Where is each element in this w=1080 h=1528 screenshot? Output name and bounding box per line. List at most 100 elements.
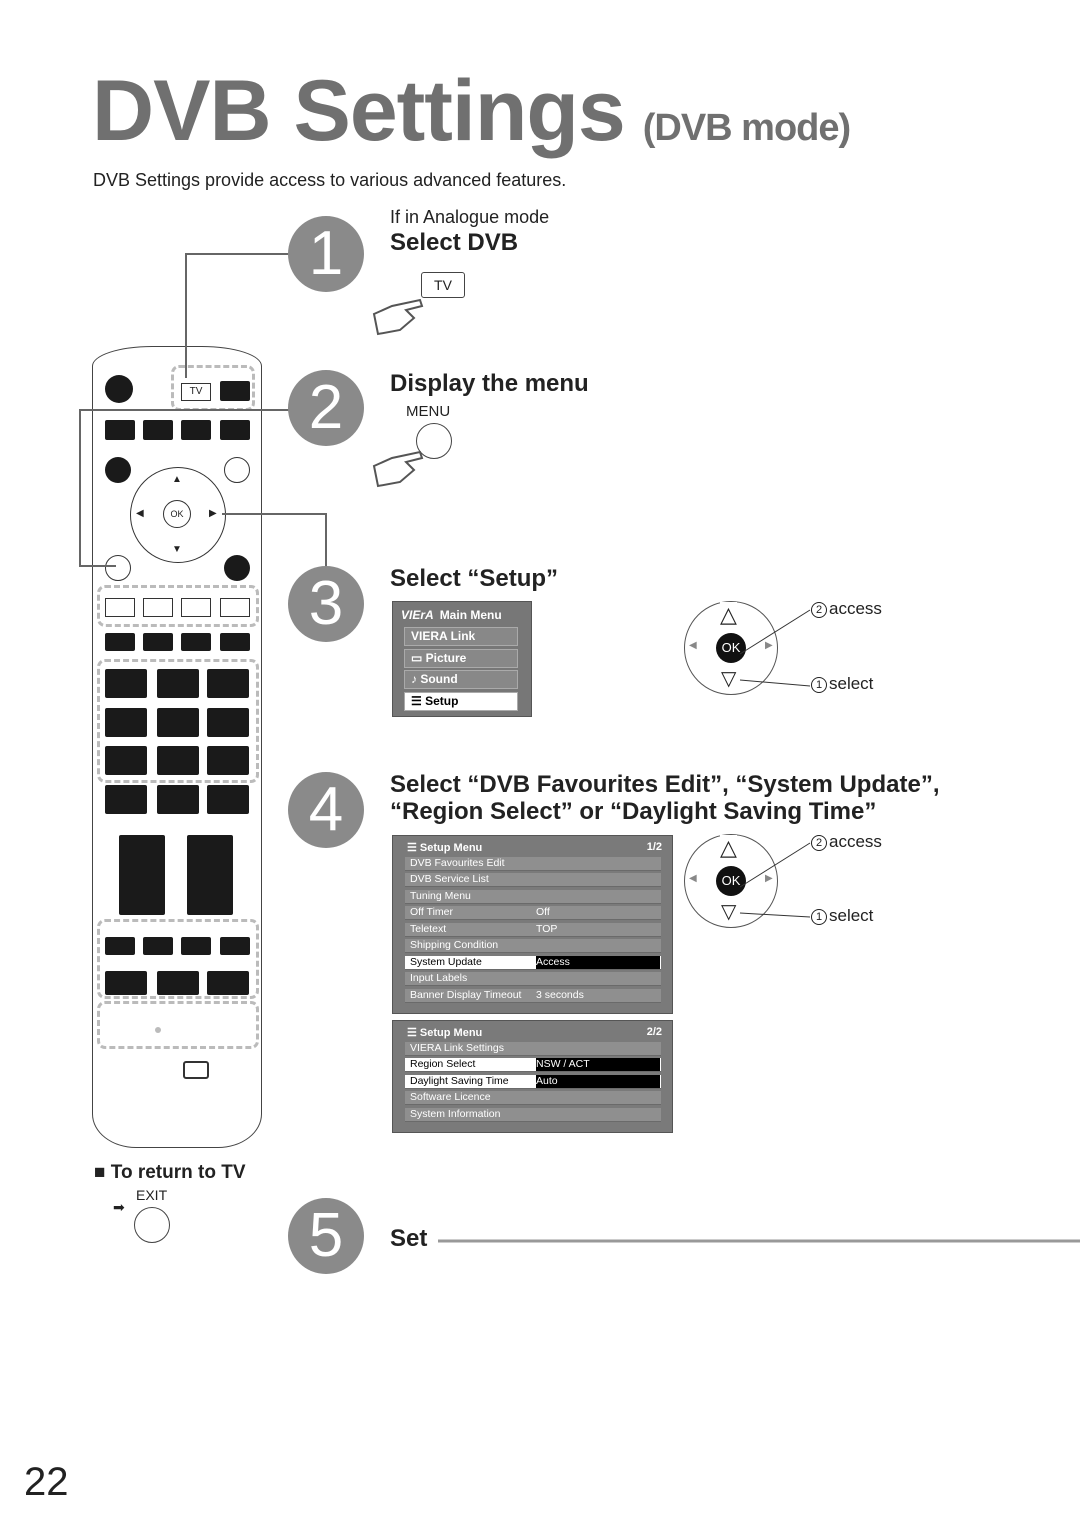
setup-row[interactable]: DVB Favourites Edit <box>405 857 661 871</box>
setup-row-label: Banner Display Timeout <box>410 989 522 1001</box>
remote-button[interactable] <box>220 420 250 440</box>
left-arrow-icon: ◀ <box>689 873 697 884</box>
up-arrow-icon: △ <box>720 602 737 628</box>
remote-exit-button[interactable] <box>105 555 131 581</box>
remote-yellow-button[interactable] <box>181 598 211 617</box>
setup-row[interactable]: Input Labels <box>405 972 661 986</box>
setup-row-value <box>536 890 660 903</box>
remote-number-button[interactable] <box>207 669 249 698</box>
remote-number-button[interactable] <box>105 785 147 814</box>
remote-number-button[interactable] <box>105 746 147 775</box>
setup-row[interactable]: DVB Service List <box>405 873 661 887</box>
remote-button[interactable] <box>105 633 135 651</box>
remote-volume-rocker[interactable] <box>119 835 165 915</box>
access-text: access <box>829 599 882 618</box>
setup-row[interactable]: Shipping Condition <box>405 939 661 953</box>
remote-green-button[interactable] <box>143 598 173 617</box>
page-title: DVB Settings(DVB mode) <box>92 62 851 161</box>
remote-button[interactable] <box>220 937 250 955</box>
remote-number-button[interactable] <box>157 746 199 775</box>
main-menu-item-viera-link[interactable]: VIERA Link <box>404 627 518 646</box>
remote-button[interactable] <box>105 420 135 440</box>
page-subtitle: (DVB mode) <box>642 107 851 149</box>
step-4-heading-line1: Select “DVB Favourites Edit”, “System Up… <box>390 771 940 798</box>
setup-list-icon: ☰ <box>407 842 420 854</box>
setup-menu-header: ☰ Setup Menu <box>407 841 482 854</box>
left-arrow-icon: ◀ <box>689 640 697 651</box>
setup-row[interactable]: Tuning Menu <box>405 890 661 904</box>
remote-number-button[interactable] <box>157 708 199 737</box>
remote-button[interactable] <box>143 937 173 955</box>
remote-button[interactable] <box>143 633 173 651</box>
remote-menu-button[interactable] <box>105 457 131 483</box>
remote-button[interactable] <box>181 633 211 651</box>
picture-icon: ▭ <box>411 651 426 665</box>
remote-number-button[interactable] <box>207 785 249 814</box>
remote-dpad[interactable]: ▲ ▼ ◀ ▶ OK <box>130 467 226 563</box>
remote-number-button[interactable] <box>105 708 147 737</box>
setup-row-value: Off <box>536 906 550 918</box>
setup-row-label: Region Select <box>410 1058 476 1070</box>
main-menu-item-picture[interactable]: ▭ Picture <box>404 649 518 668</box>
step-2-heading: Display the menu <box>390 370 589 397</box>
setup-row[interactable]: System Information <box>405 1108 661 1122</box>
exit-button-icon <box>134 1207 170 1243</box>
right-arrow-icon: ▶ <box>765 873 773 884</box>
setup-menu-page-number: 1/2 <box>646 841 662 853</box>
remote-input-button[interactable] <box>105 375 133 403</box>
access-text: access <box>829 832 882 851</box>
setup-row-value <box>536 1091 660 1104</box>
remote-blue-button[interactable] <box>220 598 250 617</box>
main-menu-item-label: Picture <box>425 651 467 665</box>
remote-button[interactable] <box>207 971 249 995</box>
remote-number-button[interactable] <box>207 746 249 775</box>
setup-row-label: Shipping Condition <box>410 939 499 951</box>
setup-row[interactable]: VIERA Link Settings <box>405 1042 661 1056</box>
remote-number-button[interactable] <box>105 669 147 698</box>
remote-button[interactable] <box>181 937 211 955</box>
nav-callout-lines-1 <box>739 609 811 687</box>
remote-playback-group <box>97 919 259 999</box>
select-text: select <box>829 674 874 693</box>
step-5-circle: 5 <box>288 1198 364 1274</box>
remote-button[interactable] <box>157 971 199 995</box>
remote-channel-rocker[interactable] <box>187 835 233 915</box>
setup-row-value <box>536 972 660 985</box>
remote-number-button[interactable] <box>157 785 199 814</box>
main-menu-item-setup[interactable]: ☰ Setup <box>404 692 518 711</box>
remote-button[interactable] <box>105 971 147 995</box>
remote-number-button[interactable] <box>207 708 249 737</box>
setup-row-label: DVB Favourites Edit <box>410 857 505 869</box>
remote-info-button[interactable] <box>224 457 250 483</box>
return-to-tv-heading: ■ To return to TV <box>94 1162 246 1184</box>
remote-button[interactable] <box>220 633 250 651</box>
step-1-note: If in Analogue mode <box>390 207 550 227</box>
step-5-heading: Set <box>390 1225 428 1252</box>
remote-button[interactable] <box>105 937 135 955</box>
main-menu-title: Main Menu <box>439 608 502 622</box>
remote-return-button[interactable] <box>224 555 250 581</box>
setup-menu-title: Setup Menu <box>419 842 483 854</box>
step-1-marker: 1 <box>811 909 827 925</box>
setup-row[interactable]: Software Licence <box>405 1091 661 1105</box>
remote-number-button[interactable] <box>157 669 199 698</box>
remote-button[interactable] <box>143 420 173 440</box>
step-4-circle: 4 <box>288 772 364 848</box>
remote-avtv-button[interactable] <box>220 381 250 401</box>
hand-pointer-icon <box>370 296 430 341</box>
remote-button[interactable] <box>181 420 211 440</box>
remote-up-arrow-icon: ▲ <box>172 474 182 485</box>
remote-red-button[interactable] <box>105 598 135 617</box>
remote-ok-button[interactable]: OK <box>163 500 191 528</box>
remote-tv-button[interactable]: TV <box>181 383 211 401</box>
main-menu-item-sound[interactable]: ♪ Sound <box>404 670 518 689</box>
